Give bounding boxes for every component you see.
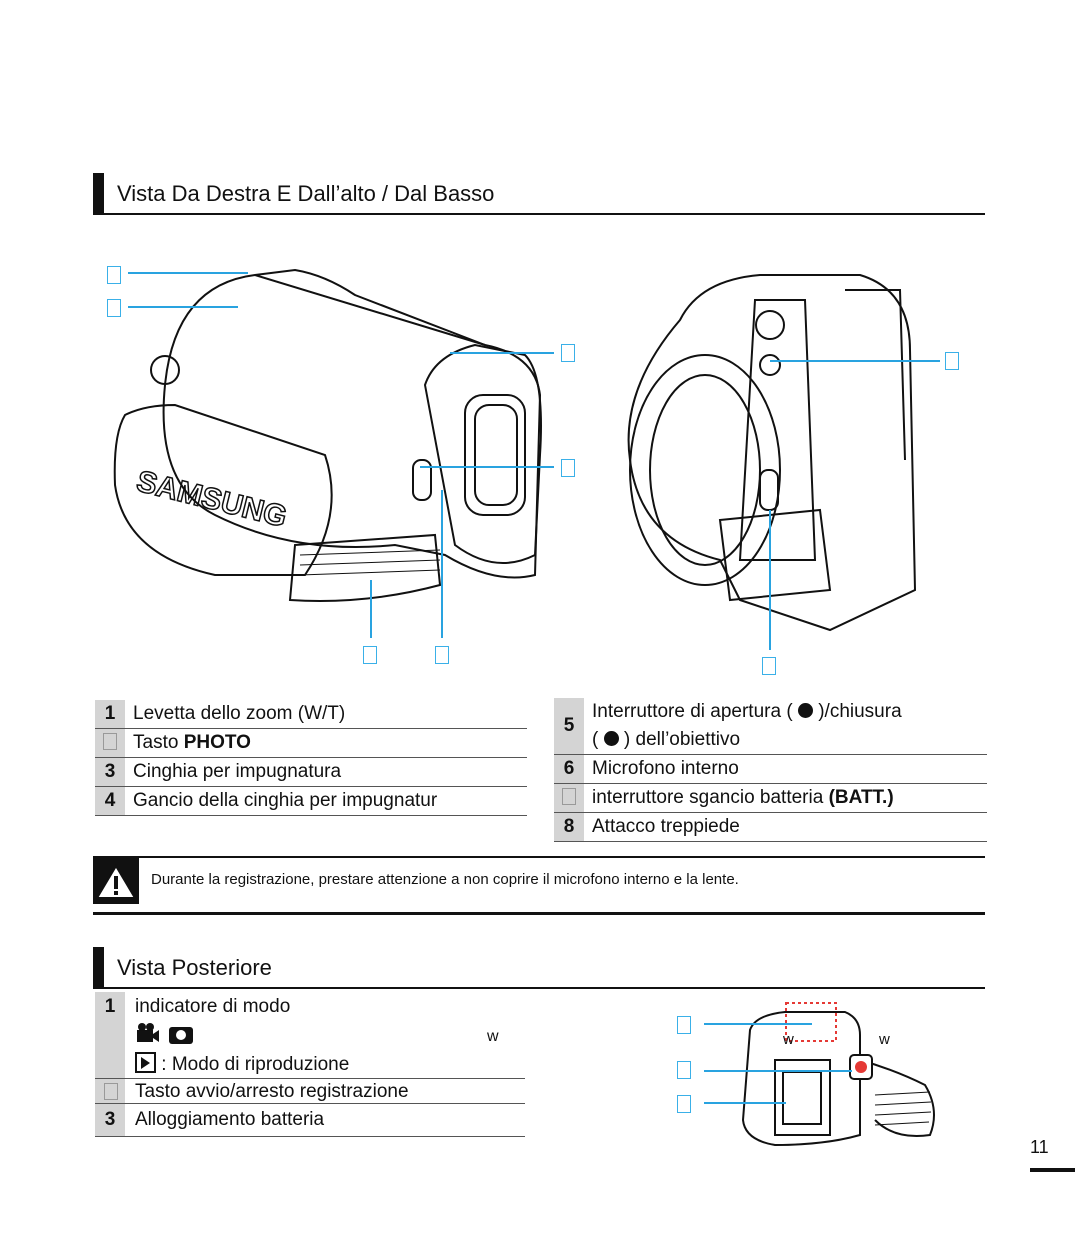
leader-line-rear-2	[704, 1070, 852, 1072]
missing-glyph	[103, 733, 117, 750]
item-label: Tasto PHOTO	[125, 728, 527, 758]
callout-5	[561, 459, 575, 477]
item-number	[95, 728, 125, 758]
item-number: 1	[95, 700, 125, 729]
leader-line-8	[770, 360, 940, 362]
list-item: 6 Microfono interno	[554, 754, 987, 784]
missing-glyph	[562, 788, 576, 805]
item-label: Gancio della cinghia per impugnatur	[125, 786, 527, 816]
list-item: interruttore sgancio batteria (BATT.)	[554, 783, 987, 813]
item-number: 1	[104, 996, 116, 1017]
item-label: Levetta dello zoom (W/T)	[125, 700, 527, 729]
callout-8	[945, 352, 959, 370]
callout-6	[561, 344, 575, 362]
section-title-text: Vista Posteriore	[117, 955, 272, 980]
item-number	[554, 783, 584, 813]
parts-list-left: 1 Levetta dello zoom (W/T) Tasto PHOTO 3…	[95, 700, 527, 816]
callout-7	[762, 657, 776, 675]
callout-2	[107, 299, 121, 317]
warning-note: Durante la registrazione, prestare atten…	[93, 856, 985, 915]
leader-line-3	[370, 580, 372, 638]
list-item: Tasto PHOTO	[95, 728, 527, 758]
leader-line-7	[769, 510, 771, 650]
item-label: interruttore sgancio batteria (BATT.)	[584, 783, 987, 813]
warning-text: Durante la registrazione, prestare atten…	[151, 871, 739, 888]
leader-line-1	[128, 272, 248, 274]
section-title-text: Vista Da Destra E Dall’alto / Dal Basso	[117, 181, 495, 206]
list-item: 1 Levetta dello zoom (W/T)	[95, 700, 527, 729]
section-title-rear-view: Vista Posteriore	[93, 947, 985, 989]
list-item: 5 Interruttore di apertura ( )/chiusura …	[554, 698, 987, 755]
callout-3	[363, 646, 377, 664]
playback-mode-row: : Modo di riproduzione	[135, 1052, 349, 1076]
lens-open-icon	[797, 703, 813, 718]
list-item: 3 Cinghia per impugnatura	[95, 757, 527, 787]
rear-label-w1: w	[783, 1031, 794, 1048]
rear-label-w2: w	[879, 1031, 890, 1048]
item-label: indicatore di modo	[135, 996, 291, 1017]
lens-close-icon	[603, 731, 619, 746]
section-title-side-view: Vista Da Destra E Dall’alto / Dal Basso	[93, 173, 985, 215]
item-label: Cinghia per impugnatura	[125, 757, 527, 787]
item-number-bg	[95, 992, 125, 1078]
parts-list-right: 5 Interruttore di apertura ( )/chiusura …	[554, 698, 987, 842]
item-number: 8	[554, 812, 584, 842]
callout-4	[435, 646, 449, 664]
item-number: 5	[554, 698, 584, 755]
item-number: 3	[104, 1109, 116, 1130]
item-label: Interruttore di apertura ( )/chiusura ( …	[584, 698, 987, 755]
list-item: 8 Attacco treppiede	[554, 812, 987, 842]
leader-line-2	[128, 306, 238, 308]
item-number: 3	[95, 757, 125, 787]
item-label: Attacco treppiede	[584, 812, 987, 842]
list-item: 4 Gancio della cinghia per impugnatur	[95, 786, 527, 816]
leader-line-5	[420, 466, 554, 468]
warning-icon	[93, 858, 139, 904]
page-number: 11	[1030, 1137, 1049, 1157]
section-title-bar	[93, 173, 104, 213]
leader-line-6	[450, 352, 554, 354]
item-label: Alloggiamento batteria	[135, 1109, 325, 1130]
rear-parts-list: 1 indicatore di modo w : Modo di riprodu…	[95, 992, 525, 1137]
item-number: 4	[95, 786, 125, 816]
item-label: Microfono interno	[584, 754, 987, 784]
callout-rear-2	[677, 1061, 691, 1079]
leader-line-rear-1	[704, 1023, 812, 1025]
svg-text:SAMSUNG: SAMSUNG	[133, 465, 290, 534]
truncated-text: w	[487, 1028, 499, 1045]
callout-rear-1	[677, 1016, 691, 1034]
camcorder-side-illustration: SAMSUNG	[113, 268, 542, 602]
callout-rear-3	[677, 1095, 691, 1113]
camcorder-rear-illustration	[741, 1002, 935, 1147]
playback-icon	[135, 1052, 156, 1073]
callout-1	[107, 266, 121, 284]
item-number: 6	[554, 754, 584, 784]
page-number-bar	[1030, 1168, 1075, 1172]
section-title-bar	[93, 947, 104, 987]
missing-glyph	[104, 1083, 118, 1100]
item-label: Tasto avvio/arresto registrazione	[135, 1081, 409, 1102]
leader-line-rear-3	[704, 1102, 786, 1104]
leader-line-4	[441, 490, 443, 638]
video-mode-icon	[135, 1022, 195, 1052]
